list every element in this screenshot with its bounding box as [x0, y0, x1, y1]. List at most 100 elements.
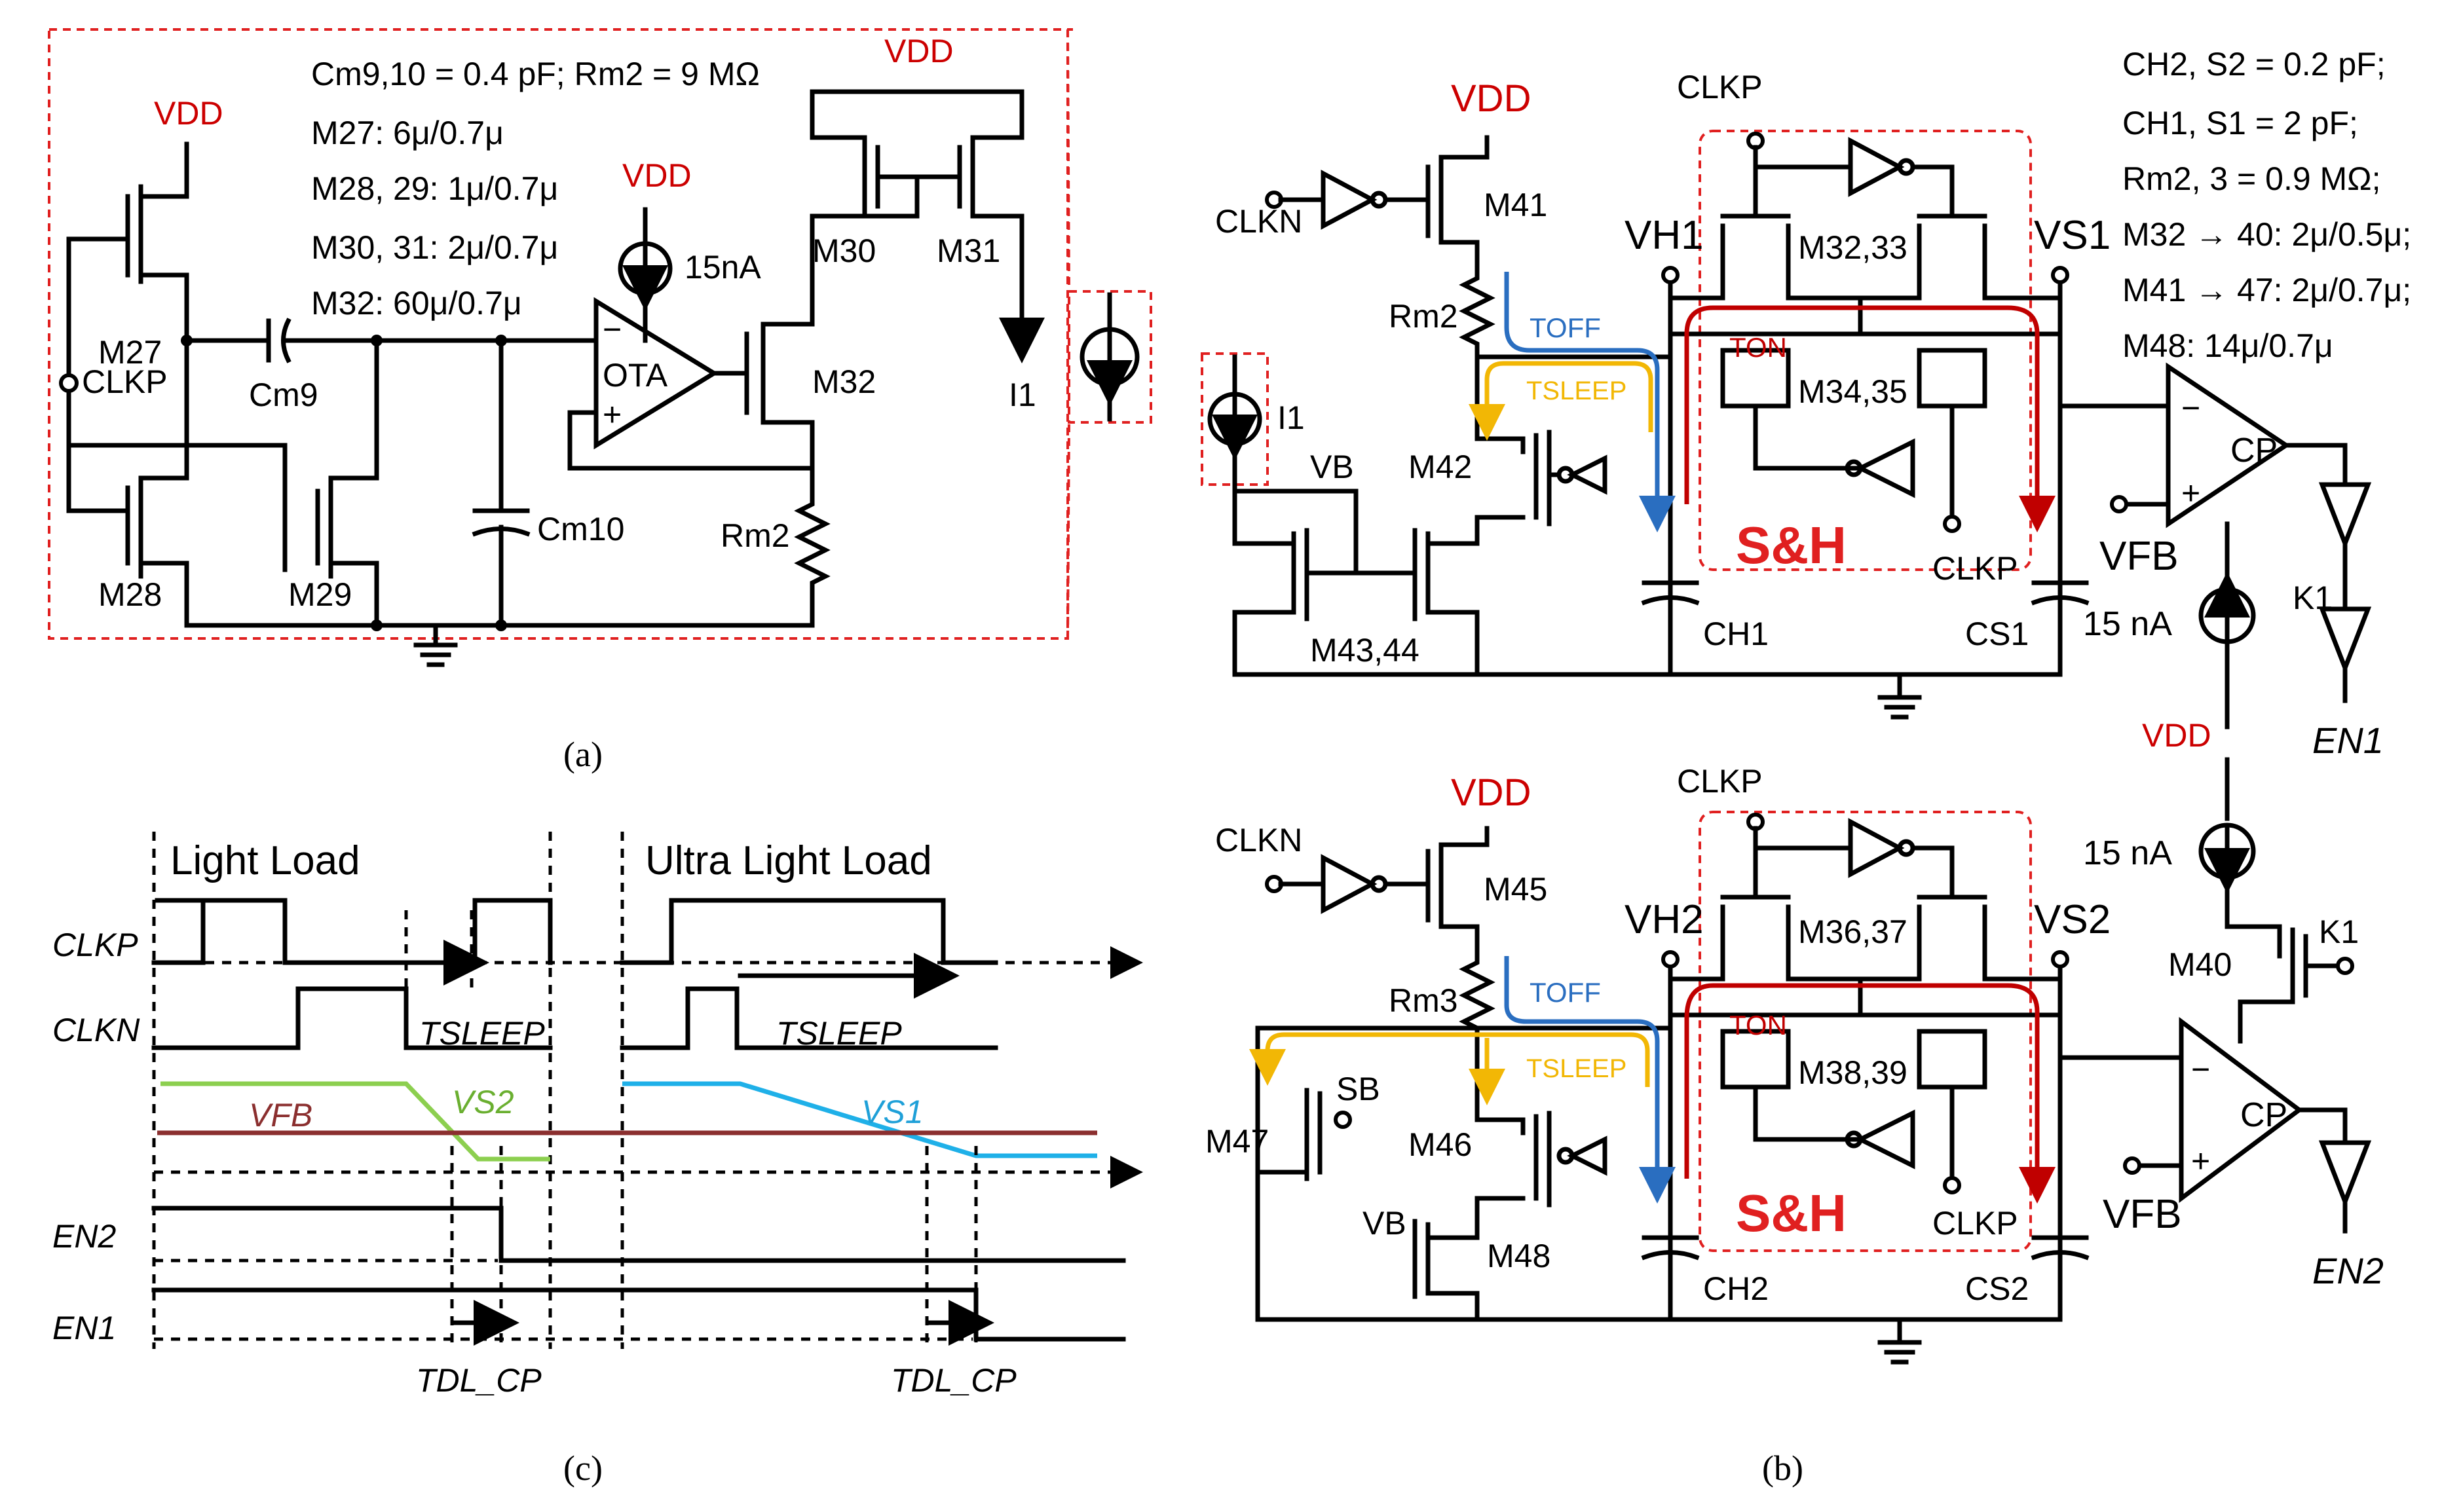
inverter-bottom-clkp [1848, 818, 1905, 878]
param-b-1: CH1, S1 = 2 pF; [2122, 105, 2358, 141]
tsleep-label-top: TSLEEP [1526, 377, 1626, 405]
m32-label: M32 [812, 363, 876, 400]
ota-plus: + [603, 396, 622, 433]
clkn-label-bottom: CLKN [1215, 822, 1302, 858]
i1-label-a: I1 [1009, 377, 1036, 413]
sample-hold-bottom: VDD M45 CLKN Rm3 M46 [1205, 763, 2384, 1365]
vs1-waveform [622, 1081, 1097, 1158]
inverter-top-clkn [1321, 170, 1378, 230]
vfb-label-bottom: VFB [2103, 1192, 2182, 1237]
panel-b: CH2, S2 = 0.2 pF; CH1, S1 = 2 pF; Rm2, 3… [1201, 46, 2411, 1488]
inverter-bottom-m46 [1567, 1135, 1607, 1176]
param-b-0: CH2, S2 = 0.2 pF; [2122, 46, 2386, 83]
toff-label-bottom: TOFF [1530, 977, 1601, 1008]
panel-a: Cm9,10 = 0.4 pF; Rm2 = 9 MΩ M27: 6μ/0.7μ… [48, 28, 1152, 774]
sample-hold-top: VDD M41 CLKN Rm2 M42 [1201, 69, 2384, 929]
clkn-signal-label: CLKN [52, 1012, 140, 1048]
param-b-3: M32 → 40: 2μ/0.5μ; [2122, 216, 2411, 253]
clkp-bottom-label-1: CLKP [1677, 763, 1763, 800]
vfb-label-c: VFB [249, 1097, 312, 1134]
m40-label: M40 [2168, 946, 2232, 983]
toff-path-bottom [1504, 956, 1676, 1204]
vdd-label-mid: VDD [2142, 717, 2211, 754]
cm9-label: Cm9 [249, 377, 318, 413]
clkn-label-top: CLKN [1215, 203, 1302, 240]
inverter-bottom-clkn [1321, 854, 1378, 914]
vh2-label: VH2 [1625, 897, 1704, 942]
clkp-bottom-label-2: CLKP [1932, 1205, 2018, 1242]
en2-label-b: EN2 [2312, 1250, 2384, 1291]
en1-signal-label: EN1 [52, 1310, 116, 1346]
vdd-label-m27: VDD [154, 95, 223, 132]
param-a-0: Cm9,10 = 0.4 pF; Rm2 = 9 MΩ [311, 56, 760, 92]
toff-label-top: TOFF [1530, 312, 1601, 343]
vs2-label: VS2 [2034, 897, 2111, 942]
tdl-label-2: TDL_CP [891, 1362, 1017, 1399]
params-a: Cm9,10 = 0.4 pF; Rm2 = 9 MΩ M27: 6μ/0.7μ… [311, 56, 760, 322]
panel-a-border [48, 28, 1069, 640]
ota-label: OTA [603, 357, 668, 394]
param-b-5: M48: 14μ/0.7μ [2122, 327, 2333, 364]
clkp-terminal [59, 373, 79, 393]
tsleep-label-bottom: TSLEEP [1526, 1054, 1626, 1083]
m30-label: M30 [812, 232, 876, 269]
sh-label-top: S&H [1736, 516, 1847, 574]
clkp-top-label-2: CLKP [1932, 550, 2018, 587]
vs2-label-c: VS2 [452, 1084, 514, 1120]
vdd-label-top: VDD [1451, 77, 1531, 120]
cp-plus-bottom: + [2191, 1143, 2210, 1179]
ch1-label: CH1 [1703, 616, 1769, 652]
toff-path-top [1504, 272, 1676, 532]
m48-label: M48 [1487, 1238, 1550, 1274]
en1-label-b: EN1 [2312, 720, 2384, 761]
comparator-bottom [2179, 1017, 2303, 1203]
m45-label: M45 [1484, 871, 1547, 908]
vdd-label-bottom: VDD [1451, 771, 1531, 814]
rm2-label-a: Rm2 [721, 517, 790, 554]
ton-label-bottom: TON [1729, 1010, 1787, 1041]
ton-label-top: TON [1729, 332, 1787, 363]
rm3-label: Rm3 [1389, 982, 1458, 1019]
buffer-bottom [2318, 1140, 2372, 1208]
m27-label: M27 [98, 334, 162, 371]
param-b-2: Rm2, 3 = 0.9 MΩ; [2122, 160, 2380, 197]
m3233-label: M32,33 [1798, 229, 1907, 266]
en2-signal-label: EN2 [52, 1218, 116, 1255]
cs2-label: CS2 [1965, 1270, 2029, 1307]
param-a-3: M30, 31: 2μ/0.7μ [311, 229, 558, 266]
m31-label: M31 [937, 232, 1000, 269]
tsleep-path-bottom [1249, 1032, 1650, 1087]
k1-label-bottom: K1 [2319, 913, 2359, 950]
inverter-top-clkp [1848, 137, 1905, 197]
vs1-label: VS1 [2034, 213, 2111, 258]
tsleep-path-top [1469, 361, 1653, 441]
sh-box-bottom [1699, 811, 2032, 1252]
tsleep-label-2: TSLEEP [776, 1015, 902, 1052]
ton-path-bottom [1684, 983, 2056, 1204]
tdl-label-1: TDL_CP [416, 1362, 542, 1399]
vs1-label-c: VS1 [861, 1094, 924, 1130]
rm2-label-b: Rm2 [1389, 298, 1458, 335]
caption-c: (c) [563, 1448, 603, 1488]
param-a-2: M28, 29: 1μ/0.7μ [311, 170, 558, 207]
cp-plus-top: + [2181, 475, 2200, 511]
vb-label-top: VB [1310, 449, 1354, 485]
tsleep-label-1: TSLEEP [419, 1015, 545, 1052]
clkp-signal-label: CLKP [52, 927, 138, 963]
vdd-label-ota: VDD [622, 157, 692, 194]
m47-label: M47 [1205, 1123, 1269, 1160]
vb-label-bottom: VB [1362, 1205, 1406, 1242]
m3839-label: M38,39 [1798, 1054, 1907, 1091]
header-ultra-light-load: Ultra Light Load [645, 838, 932, 883]
m29-label: M29 [288, 576, 352, 613]
i1-label-b: I1 [1277, 399, 1305, 436]
ch2-label: CH2 [1703, 1270, 1769, 1307]
m46-label: M46 [1408, 1126, 1472, 1163]
ota-symbol [593, 297, 719, 450]
m4344-label: M43,44 [1310, 632, 1419, 669]
15na-label-bottom: 15 nA [2083, 834, 2172, 872]
cs1-label: CS1 [1965, 616, 2029, 652]
clkp-label-a: CLKP [82, 363, 168, 400]
zoom-line-bottom [1066, 422, 1070, 639]
header-light-load: Light Load [170, 838, 360, 883]
